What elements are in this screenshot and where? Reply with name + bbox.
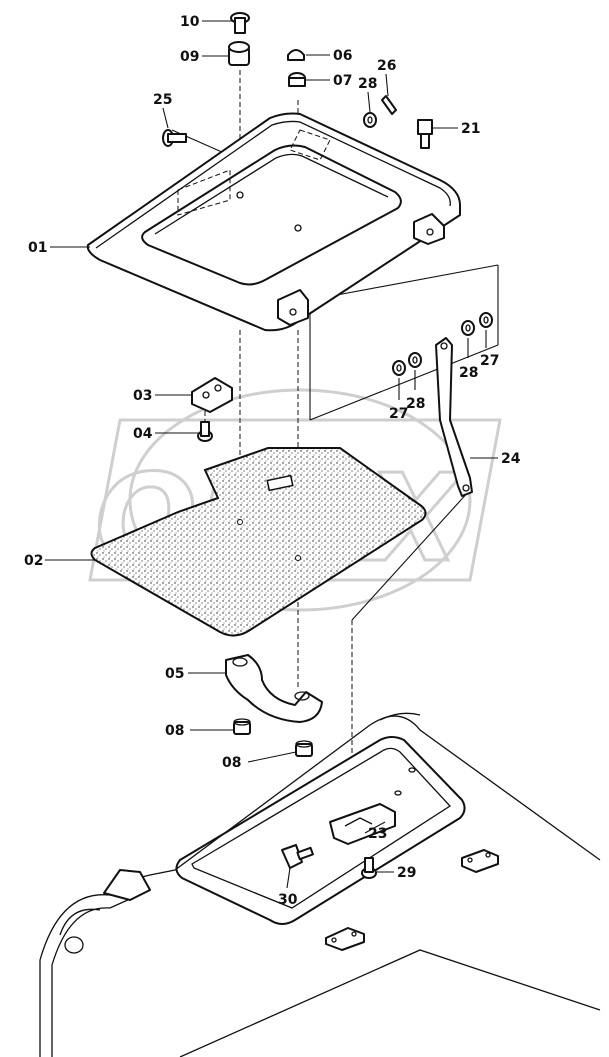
floor-mat-part-02 [90, 447, 427, 637]
washer-part-28-b [408, 352, 422, 368]
callout-04: 04 [133, 426, 153, 442]
callout-labels: 10 09 06 07 28 26 25 21 01 03 04 27 28 2… [24, 14, 521, 908]
callout-30: 30 [278, 892, 298, 908]
callout-27-right: 27 [480, 353, 499, 369]
washer-part-28-top [363, 112, 377, 128]
handle-part-05 [225, 654, 323, 723]
cover-lid-part-01 [86, 112, 461, 332]
callout-10: 10 [180, 14, 200, 30]
bush-part-07 [288, 72, 306, 87]
callout-26: 26 [377, 58, 396, 74]
callout-08-lower: 08 [222, 755, 241, 771]
callout-29: 29 [397, 865, 416, 881]
knob-bolt-part-30 [281, 844, 314, 869]
callout-09: 09 [180, 49, 199, 65]
callout-23: 23 [368, 826, 387, 842]
pin-part-25 [162, 129, 187, 147]
callout-28-top: 28 [358, 76, 377, 92]
latch-part-23 [329, 803, 396, 845]
callout-08-upper: 08 [165, 723, 184, 739]
callout-25: 25 [153, 92, 172, 108]
callout-leaders [45, 20, 498, 889]
rubber-block-bottom [325, 927, 365, 951]
stay-rod-part-24 [435, 337, 473, 497]
bolt-part-10 [230, 12, 250, 34]
machine-frame [39, 712, 601, 1057]
hinge-block-part-03 [191, 377, 233, 413]
bolt-part-29 [361, 857, 377, 879]
washer-part-28-c [461, 320, 475, 336]
callout-28-left: 28 [406, 396, 425, 412]
callout-05: 05 [165, 666, 184, 682]
callout-24: 24 [501, 451, 521, 467]
nut-part-08-a [233, 718, 251, 735]
callout-06: 06 [333, 48, 352, 64]
callout-03: 03 [133, 388, 152, 404]
callout-27-left: 27 [389, 406, 408, 422]
cap-nut-part-06 [287, 49, 305, 61]
pin-part-26 [381, 95, 397, 115]
collar-part-09 [228, 41, 250, 66]
washer-part-27-b [479, 312, 493, 328]
washer-part-27-a [392, 360, 406, 376]
bolt-part-04 [197, 421, 213, 442]
callout-07: 07 [333, 73, 352, 89]
callout-21: 21 [461, 121, 480, 137]
callout-01: 01 [28, 240, 47, 256]
bolt-part-21 [417, 119, 433, 149]
callout-02: 02 [24, 553, 43, 569]
nut-part-08-b [295, 740, 313, 757]
rubber-block-right [461, 849, 499, 873]
callout-28-right: 28 [459, 365, 478, 381]
